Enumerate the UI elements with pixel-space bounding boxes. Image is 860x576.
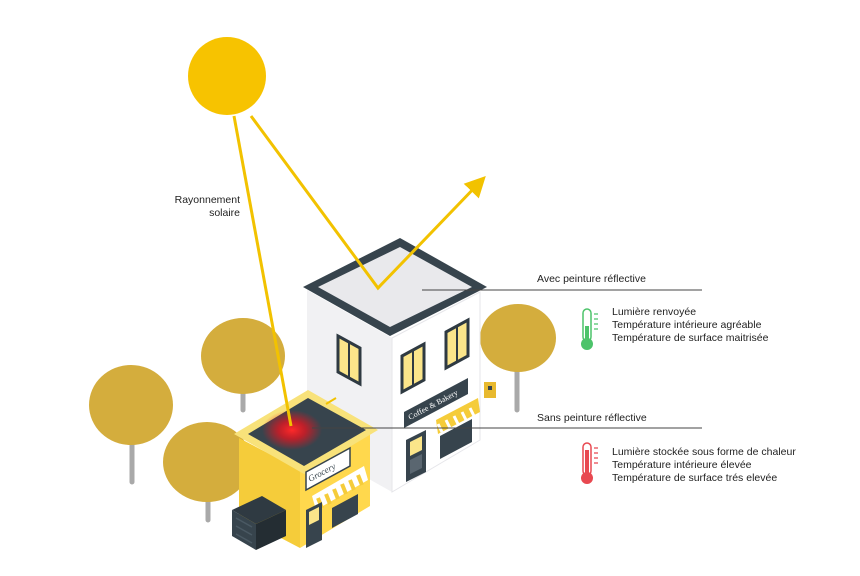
tree-back-left bbox=[201, 318, 285, 413]
reflective-roof bbox=[318, 247, 472, 327]
effect-item: Lumière stockée sous forme de chaleur bbox=[612, 446, 796, 458]
with-reflective-label: Avec peinture réflective bbox=[537, 273, 646, 285]
effect-item: Température de surface trés elevée bbox=[612, 472, 778, 484]
thermometer-cool-icon bbox=[581, 308, 598, 350]
bakery-building bbox=[303, 238, 496, 493]
solar-radiation-line2: solaire bbox=[209, 207, 240, 219]
hot-spot bbox=[262, 410, 322, 450]
sun bbox=[188, 37, 266, 115]
ray-reflected bbox=[249, 115, 486, 291]
solar-radiation-label: Rayonnement solaire bbox=[150, 194, 240, 220]
effect-item: Température intérieure agréable bbox=[612, 319, 762, 331]
with-reflective-effects: Lumière renvoyée Température intérieure … bbox=[612, 306, 768, 345]
tree-left-far bbox=[89, 365, 173, 485]
dumpster bbox=[232, 496, 286, 550]
without-reflective-effects: Lumière stockée sous forme de chaleur Te… bbox=[612, 446, 796, 485]
thermometer-hot-icon bbox=[581, 442, 598, 484]
effect-item: Température de surface maitrisée bbox=[612, 332, 769, 344]
effect-item: Température intérieure élevée bbox=[612, 459, 752, 471]
tree-left-front bbox=[163, 422, 251, 523]
ray-absorbed bbox=[232, 115, 293, 427]
without-reflective-label: Sans peinture réflective bbox=[537, 412, 647, 424]
solar-radiation-line1: Rayonnement bbox=[174, 194, 240, 206]
effect-item: Lumière renvoyée bbox=[612, 306, 697, 318]
tree-right bbox=[480, 304, 556, 413]
